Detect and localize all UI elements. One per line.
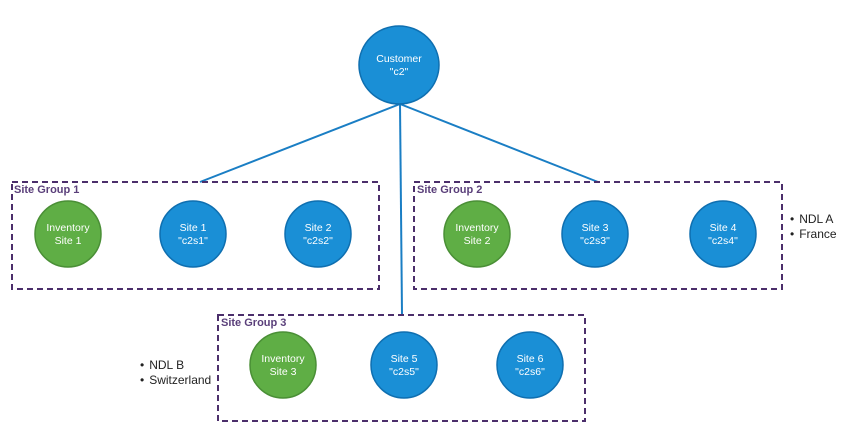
node-label-line1: Inventory <box>261 353 305 365</box>
customer-id: "c2" <box>390 66 409 78</box>
site-group-2: Site Group 2 Inventory Site 2 Site 3 "c2… <box>413 181 783 290</box>
inventory-site-1-node: Inventory Site 1 <box>34 200 102 268</box>
connector-customer-group1 <box>199 103 401 183</box>
node-label-line1: Site 5 <box>391 353 418 365</box>
site-5-circle <box>370 331 438 399</box>
connector-customer-group3 <box>399 103 403 316</box>
site-1-node: Site 1 "c2s1" <box>159 200 227 268</box>
node-label-line2: "c2s1" <box>178 235 208 247</box>
node-label-line1: Site 2 <box>305 222 332 234</box>
site-1-circle <box>159 200 227 268</box>
note-group-2: NDL A France <box>790 212 837 242</box>
site-group-3: Site Group 3 Inventory Site 3 Site 5 "c2… <box>217 314 586 422</box>
site-group-2-border <box>413 181 783 290</box>
node-label-line1: Site 4 <box>710 222 737 234</box>
node-label-line1: Site 1 <box>180 222 207 234</box>
customer-node: Customer "c2" <box>358 25 440 105</box>
site-4-node: Site 4 "c2s4" <box>689 200 757 268</box>
site-5-node: Site 5 "c2s5" <box>370 331 438 399</box>
note-group-2-line1: NDL A <box>790 212 837 227</box>
note-group-2-line2: France <box>790 227 836 242</box>
site-2-node: Site 2 "c2s2" <box>284 200 352 268</box>
node-label-line2: Site 1 <box>55 235 82 247</box>
note-group-3-line1: NDL B <box>140 358 211 373</box>
site-6-node: Site 6 "c2s6" <box>496 331 564 399</box>
node-label-line2: "c2s5" <box>389 366 419 378</box>
site-group-1: Site Group 1 Inventory Site 1 Site 1 "c2… <box>11 181 380 290</box>
inventory-site-3-node: Inventory Site 3 <box>249 331 317 399</box>
node-label-line1: Inventory <box>455 222 499 234</box>
site-group-3-border <box>217 314 586 422</box>
node-label-line1: Inventory <box>46 222 90 234</box>
connectors <box>199 103 599 316</box>
note-group-3: NDL B Switzerland <box>140 358 211 388</box>
site-group-3-title: Site Group 3 <box>221 317 286 329</box>
node-label-line2: "c2s2" <box>303 235 333 247</box>
node-label-line1: Site 6 <box>517 353 544 365</box>
site-3-node: Site 3 "c2s3" <box>561 200 629 268</box>
inventory-site-1-circle <box>34 200 102 268</box>
site-6-circle <box>496 331 564 399</box>
site-group-1-title: Site Group 1 <box>14 184 79 196</box>
node-label-line2: Site 2 <box>464 235 491 247</box>
site-group-2-title: Site Group 2 <box>417 184 482 196</box>
node-label-line2: "c2s3" <box>580 235 610 247</box>
inventory-site-2-circle <box>443 200 511 268</box>
inventory-site-3-circle <box>249 331 317 399</box>
inventory-site-2-node: Inventory Site 2 <box>443 200 511 268</box>
customer-label: Customer <box>376 53 422 65</box>
node-label-line1: Site 3 <box>582 222 609 234</box>
connector-customer-group2 <box>399 103 599 183</box>
customer-circle <box>358 25 440 105</box>
site-group-1-border <box>11 181 380 290</box>
note-group-3-line2: Switzerland <box>140 373 211 388</box>
site-4-circle <box>689 200 757 268</box>
node-label-line2: Site 3 <box>270 366 297 378</box>
site-2-circle <box>284 200 352 268</box>
site-3-circle <box>561 200 629 268</box>
node-label-line2: "c2s6" <box>515 366 545 378</box>
node-label-line2: "c2s4" <box>708 235 738 247</box>
